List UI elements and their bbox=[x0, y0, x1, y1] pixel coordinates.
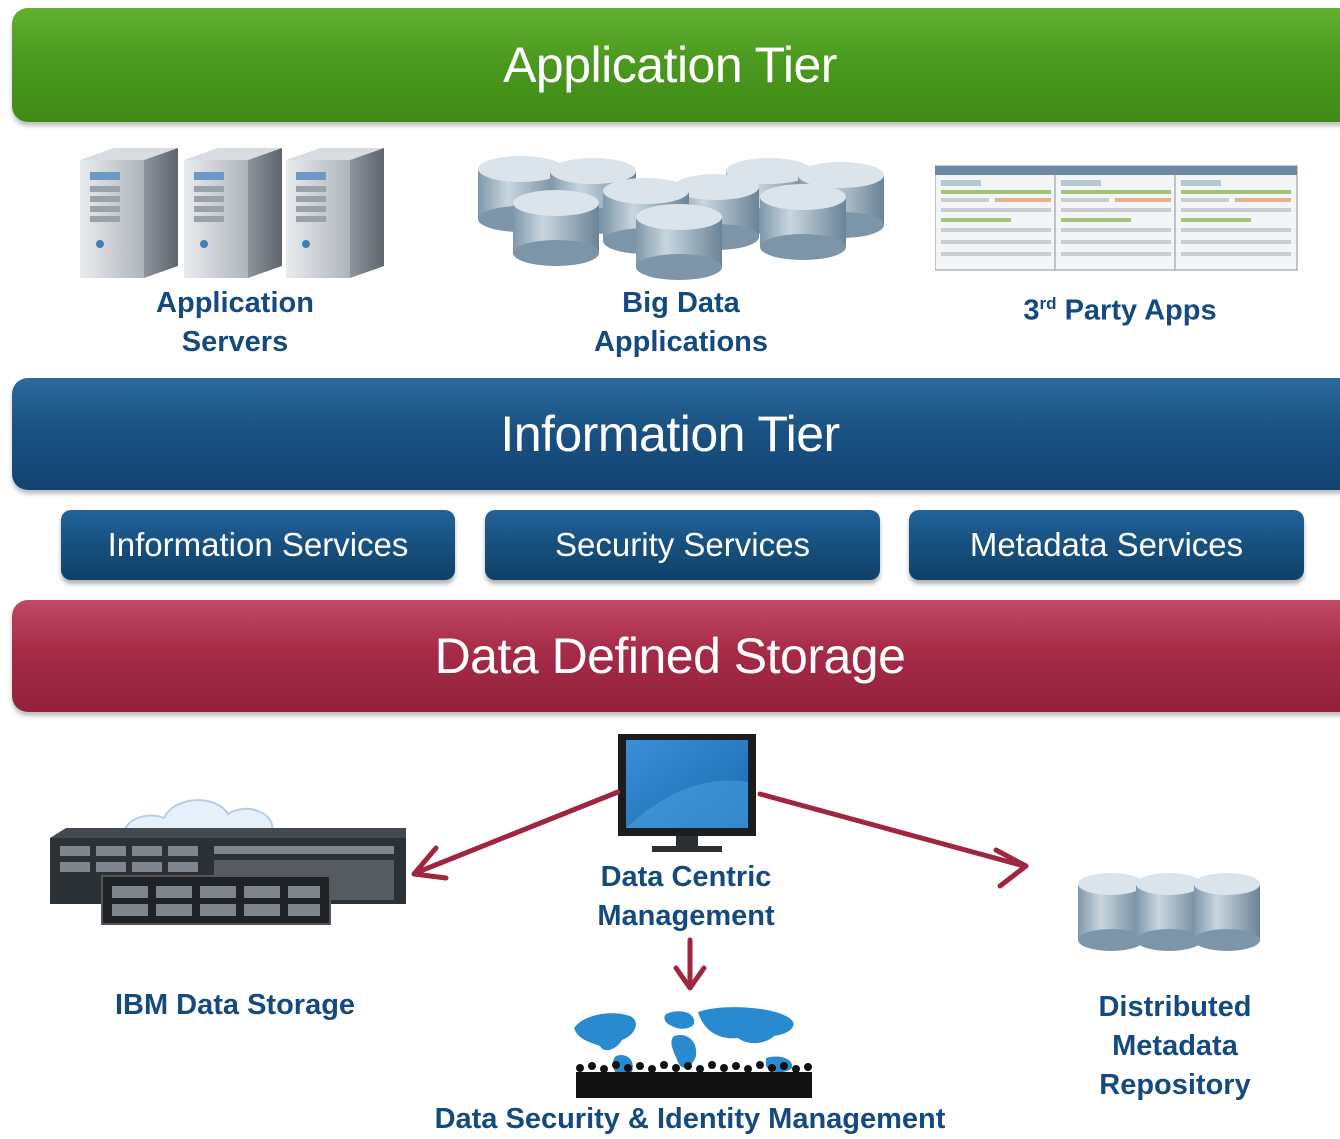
people-silhouette-icon bbox=[576, 1061, 812, 1098]
app-window-icon bbox=[935, 165, 1298, 271]
metadata-line2: Metadata bbox=[1112, 1030, 1238, 1062]
security-services-box: Security Services bbox=[485, 510, 880, 580]
third-party-text: Party Apps bbox=[1056, 294, 1217, 327]
server-icon bbox=[80, 148, 384, 278]
application-tier-bar: Application Tier bbox=[12, 8, 1340, 122]
monitor-icon bbox=[618, 734, 756, 852]
big-data-applications-label: Big Data Applications bbox=[556, 284, 806, 362]
data-centric-management-label: Data Centric Management bbox=[556, 858, 816, 936]
data-centric-line1: Data Centric bbox=[600, 861, 772, 893]
application-servers-line1: Application bbox=[156, 287, 314, 319]
world-map-icon bbox=[574, 1007, 812, 1098]
arrow-to-metadata-repository bbox=[757, 791, 1027, 869]
storage-rack-icon bbox=[50, 799, 406, 925]
security-services-label: Security Services bbox=[555, 526, 810, 563]
metadata-line1: Distributed bbox=[1098, 991, 1252, 1023]
metadata-services-label: Metadata Services bbox=[969, 526, 1244, 563]
third-party-apps-label: 3rd Party Apps bbox=[975, 284, 1265, 331]
information-services-label: Information Services bbox=[107, 526, 409, 563]
information-services-box: Information Services bbox=[61, 510, 455, 580]
third-party-number: 3 bbox=[1023, 294, 1040, 327]
information-tier-title: Information Tier bbox=[500, 406, 840, 462]
information-tier-bar: Information Tier bbox=[12, 378, 1340, 490]
application-tier-title: Application Tier bbox=[503, 37, 837, 93]
database-cylinder-icon bbox=[478, 156, 884, 280]
big-data-line1: Big Data bbox=[622, 287, 740, 319]
arrow-to-ibm-storage bbox=[415, 789, 621, 875]
application-servers-label: Application Servers bbox=[110, 284, 360, 362]
metadata-services-box: Metadata Services bbox=[909, 510, 1304, 580]
storage-tier-title: Data Defined Storage bbox=[434, 628, 906, 684]
metadata-line3: Repository bbox=[1099, 1069, 1251, 1101]
database-cylinder-icon bbox=[1078, 873, 1260, 951]
ibm-data-storage-label: IBM Data Storage bbox=[114, 989, 356, 1021]
big-data-line2: Applications bbox=[593, 326, 768, 358]
data-security-identity-label: Data Security & Identity Management bbox=[434, 1103, 946, 1135]
storage-tier-bar: Data Defined Storage bbox=[12, 600, 1340, 712]
application-servers-line2: Servers bbox=[181, 326, 289, 358]
distributed-metadata-repository-label: Distributed Metadata Repository bbox=[1060, 988, 1290, 1105]
third-party-superscript: rd bbox=[1039, 294, 1057, 313]
data-centric-line2: Management bbox=[597, 900, 775, 932]
